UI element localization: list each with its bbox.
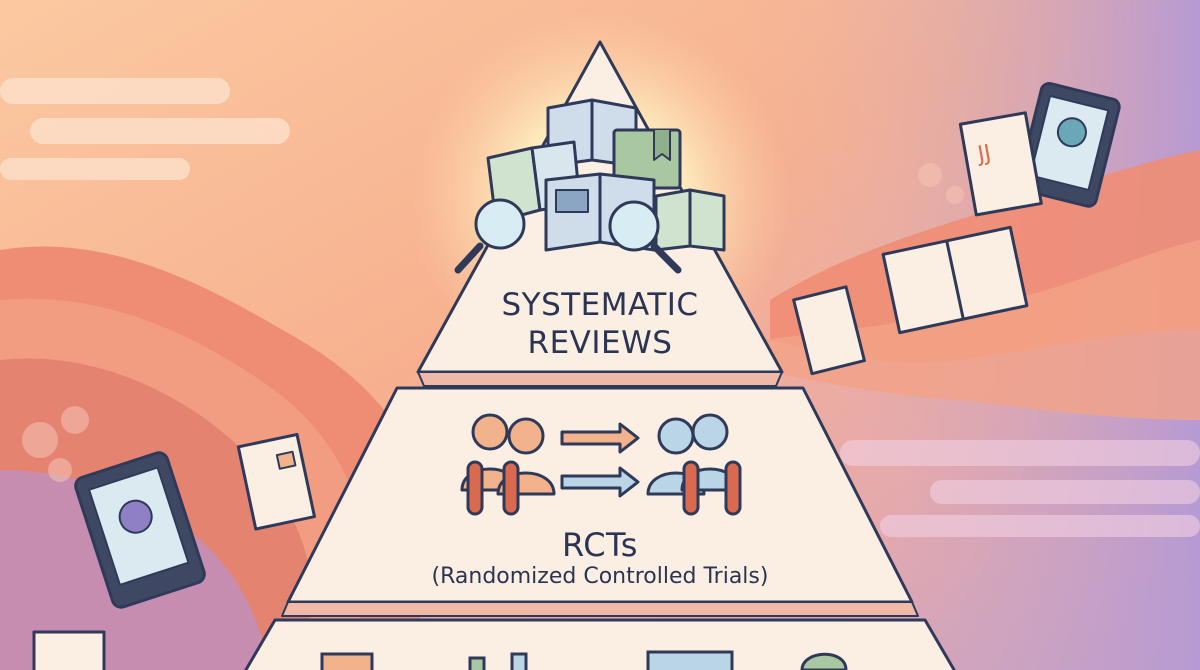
tree-icon — [800, 652, 848, 670]
arrow-right-icon — [560, 422, 640, 454]
cloud-right — [840, 440, 1200, 537]
pyramid-top-label-line1: SYSTEMATIC — [501, 287, 699, 323]
chart-icon — [510, 652, 528, 670]
pyramid-top-label-line2: REVIEWS — [527, 325, 673, 361]
pyramid-middle-sublabel: (Randomized Controlled Trials) — [431, 564, 769, 589]
floating-decor: JJ — [32, 82, 1121, 670]
document-icon — [320, 652, 374, 670]
document-icon: JJ — [958, 111, 1043, 217]
tablet-icon — [74, 451, 206, 609]
chart-icon — [468, 656, 486, 670]
document-icon — [32, 630, 106, 670]
arrow-right-icon — [560, 466, 640, 498]
scroll-icon — [792, 285, 866, 376]
pyramid-top-label: SYSTEMATIC REVIEWS — [470, 286, 730, 362]
magnifier-icon — [608, 200, 682, 274]
pyramid-middle-label: RCTs — [562, 526, 638, 564]
pyramid-bottom-tier — [244, 618, 956, 670]
pyramid-band-2 — [281, 601, 919, 617]
test-tube-icon — [466, 460, 520, 516]
svg-text:JJ: JJ — [974, 141, 993, 168]
magnifier-icon — [454, 198, 526, 274]
notebook-icon — [881, 225, 1029, 335]
cloud-left — [0, 78, 290, 180]
open-book-icon — [654, 188, 726, 252]
pyramid-band-1 — [417, 371, 783, 387]
scroll-icon — [236, 432, 316, 531]
tablet-icon — [1016, 82, 1121, 208]
monitor-icon — [646, 650, 734, 670]
books-cluster-icon — [454, 98, 726, 274]
closed-book-icon — [612, 128, 682, 190]
test-tube-icon — [682, 460, 742, 516]
sakura-icon — [22, 163, 964, 482]
rct-diagram-icon — [460, 413, 742, 516]
bottom-tier-icons — [320, 650, 848, 670]
